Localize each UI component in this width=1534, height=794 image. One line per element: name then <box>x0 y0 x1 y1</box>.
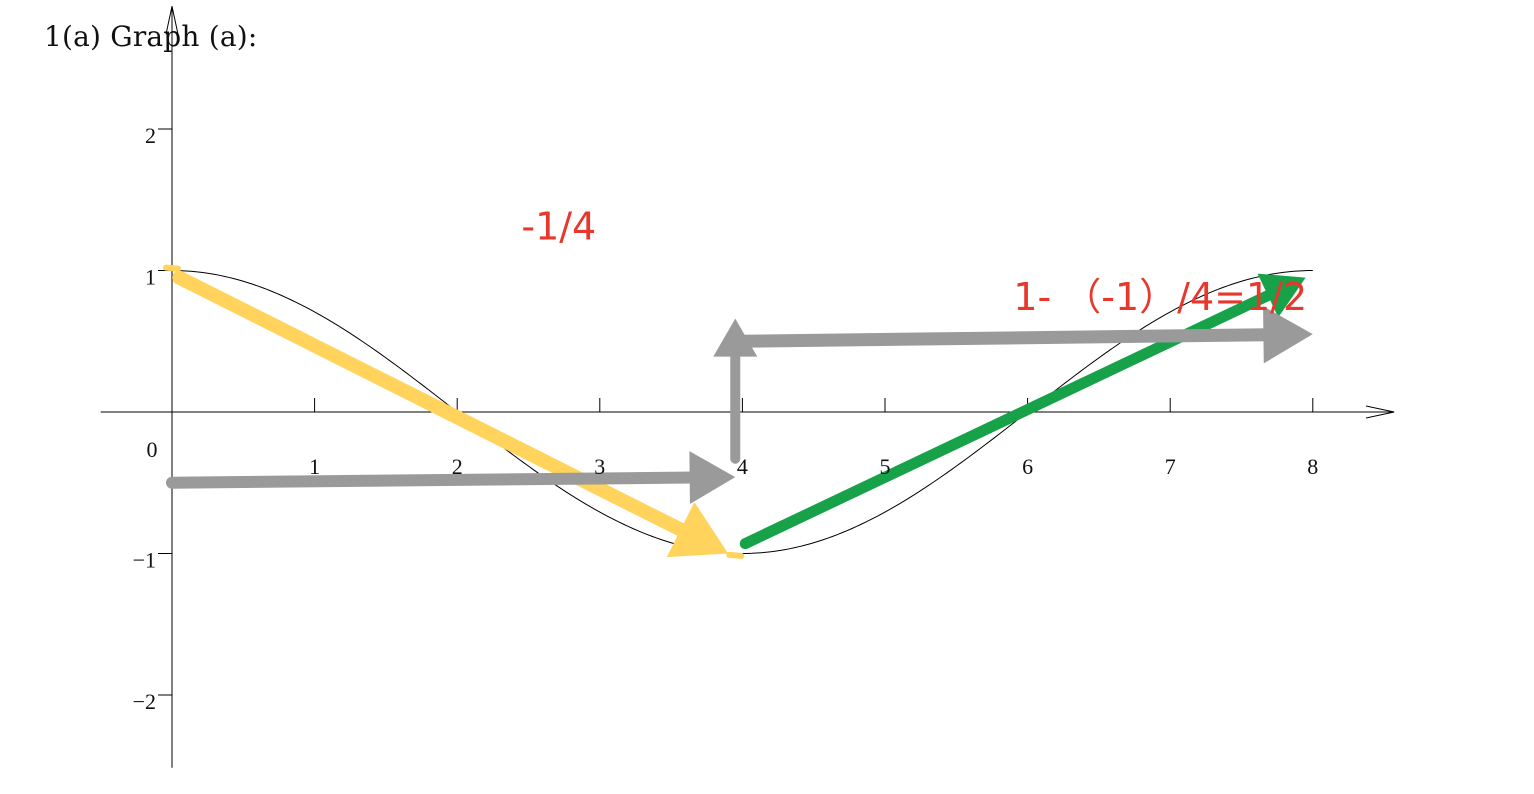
yellow-slope-arrow <box>172 270 729 558</box>
x-tick-label: 6 <box>1022 454 1033 479</box>
gray-run-arrow-lower-head <box>689 451 736 504</box>
x-tick-label: 5 <box>880 454 891 479</box>
x-tick-label: 3 <box>594 454 605 479</box>
yellow-slope-arrow-head <box>666 502 729 558</box>
label-layer: 1 2 3 4 5 6 7 8 2 1 −1 −2 0 -1/4 1- （-1）/4=1/2 <box>133 123 1319 714</box>
y-tick-label: 1 <box>145 265 156 290</box>
x-tick-label: 4 <box>737 454 748 479</box>
y-axis-arrowhead <box>165 6 179 35</box>
x-axis-arrowhead <box>1365 405 1395 419</box>
y-tick-label: −2 <box>133 689 156 714</box>
gray-run-arrow-upper <box>735 306 1313 364</box>
y-tick-label: 2 <box>145 123 156 148</box>
gray-run-arrow-upper-shaft <box>735 328 1274 348</box>
gray-run-arrow-upper-head <box>1263 306 1313 364</box>
x-tick-label: 1 <box>309 454 320 479</box>
arrow-layer <box>163 264 1313 559</box>
x-tick-label: 2 <box>452 454 463 479</box>
x-tick-label: 7 <box>1165 454 1176 479</box>
gray-run-arrow-lower-shaft <box>166 471 700 489</box>
origin-label: 0 <box>147 437 158 462</box>
gray-run-arrow-lower <box>166 451 736 504</box>
axes <box>100 6 1395 768</box>
page-title: 1(a) Graph (a): <box>44 20 258 53</box>
yellow-slope-arrow-shaft <box>172 270 692 539</box>
green-slope-arrow-head <box>1257 273 1306 318</box>
y-tick-label: −1 <box>133 548 156 573</box>
annotation-2: 1- （-1）/4=1/2 <box>1013 275 1307 319</box>
yellow-end-dash <box>726 551 745 559</box>
yellow-start-dash <box>163 264 181 272</box>
x-tick-label: 8 <box>1307 454 1318 479</box>
annotation-1: -1/4 <box>521 204 596 248</box>
